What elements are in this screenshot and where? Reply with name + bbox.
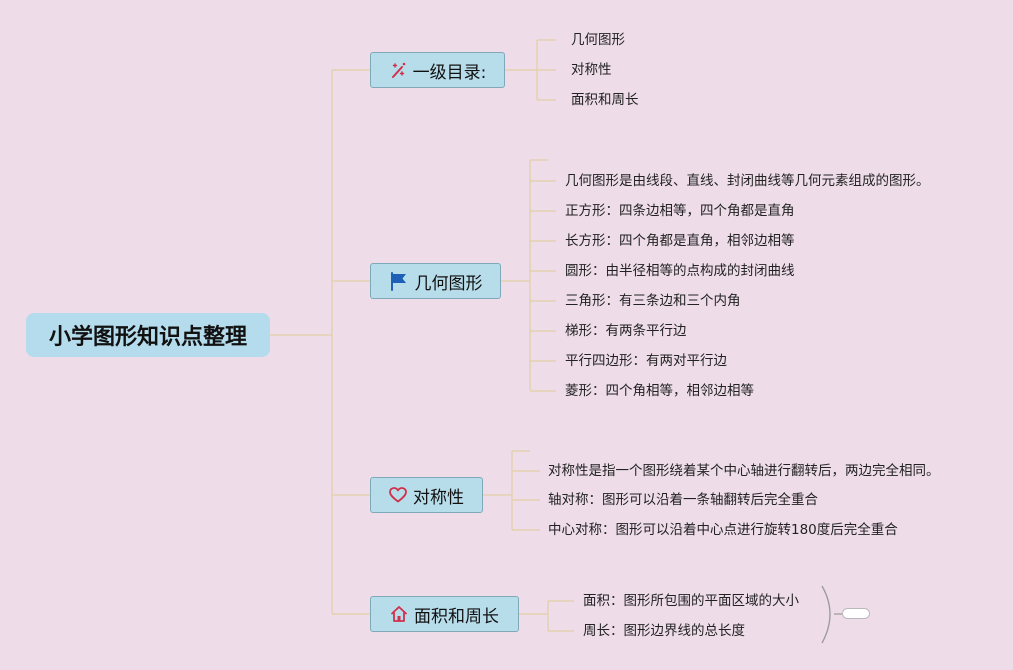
house-icon: [391, 606, 407, 622]
topic-geometry[interactable]: 几何图形: [370, 263, 501, 299]
heart-icon: [389, 487, 407, 503]
list-item[interactable]: 轴对称：图形可以沿着一条轴翻转后完全重合: [548, 492, 818, 508]
list-item[interactable]: 中心对称：图形可以沿着中心点进行旋转180度后完全重合: [548, 522, 898, 538]
topic-label: 面积和周长: [414, 606, 499, 627]
list-item[interactable]: 周长：图形边界线的总长度: [583, 623, 745, 639]
connector-group-3: [483, 450, 540, 531]
list-item[interactable]: 平行四边形：有两对平行边: [565, 353, 727, 369]
topic-symmetry[interactable]: 对称性: [370, 477, 483, 513]
list-item[interactable]: 梯形：有两条平行边: [565, 323, 687, 339]
topic-label: 对称性: [413, 487, 464, 508]
list-item[interactable]: 正方形：四条边相等，四个角都是直角: [565, 203, 795, 219]
connector-group-2: [501, 159, 556, 392]
list-item[interactable]: 对称性: [571, 62, 612, 78]
list-item[interactable]: 对称性是指一个图形绕着某个中心轴进行翻转后，两边完全相同。: [548, 463, 940, 479]
list-item[interactable]: 几何图形是由线段、直线、封闭曲线等几何元素组成的图形。: [565, 173, 930, 189]
magic-wand-icon: [391, 62, 405, 78]
list-item[interactable]: 圆形：由半径相等的点构成的封闭曲线: [565, 263, 795, 279]
flag-icon: [390, 272, 406, 291]
topic-label: 一级目录:: [412, 62, 487, 83]
list-item[interactable]: 长方形：四个角都是直角，相邻边相等: [565, 233, 795, 249]
topic-area-perimeter[interactable]: 面积和周长: [370, 596, 519, 632]
list-item[interactable]: 面积：图形所包围的平面区域的大小: [583, 593, 799, 609]
topic-label: 几何图形: [414, 273, 483, 294]
list-item[interactable]: 面积和周长: [571, 92, 639, 108]
list-item[interactable]: 三角形：有三条边和三个内角: [565, 293, 741, 309]
topic-directory[interactable]: 一级目录:: [370, 52, 505, 88]
summary-bracket: [821, 585, 831, 644]
list-item[interactable]: 几何图形: [571, 32, 625, 48]
summary-topic[interactable]: [842, 608, 870, 619]
root-topic[interactable]: 小学图形知识点整理: [26, 313, 270, 357]
connector-group-4: [519, 600, 574, 632]
list-item[interactable]: 菱形：四个角相等，相邻边相等: [565, 383, 754, 399]
connector-group-1: [505, 39, 556, 101]
